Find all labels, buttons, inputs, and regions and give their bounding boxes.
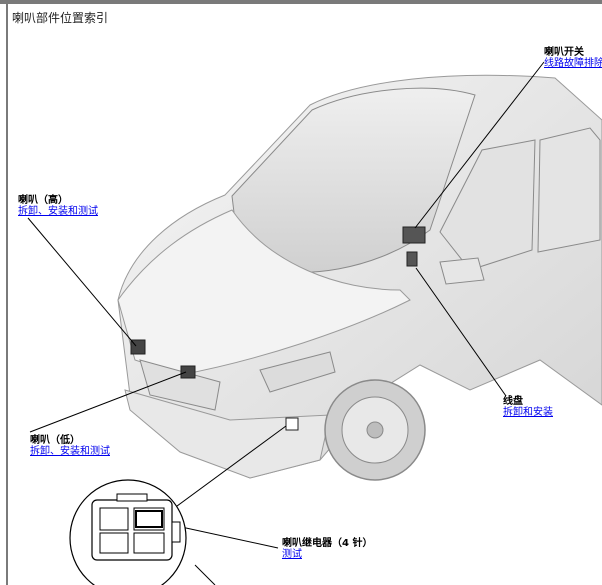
hood: [117, 209, 411, 376]
horn-low-marker: [180, 365, 196, 379]
cable-reel-label: 线盘: [503, 396, 523, 407]
front-bumper: [124, 389, 331, 479]
callout-horn-switch: 喇叭开关 线路故障排除: [544, 47, 602, 69]
callout-cable-reel: 线盘 拆卸和安装: [503, 396, 553, 418]
callout-horn-relay: 喇叭继电器（4 针） 测试: [282, 538, 372, 560]
horn-switch-link[interactable]: 线路故障排除: [544, 58, 602, 69]
window-top-border: [0, 0, 602, 4]
cable-reel-link[interactable]: 拆卸和安装: [503, 407, 553, 418]
callout-horn-low: 喇叭（低） 拆卸、安装和测试: [30, 435, 110, 457]
page-title: 喇叭部件位置索引: [12, 11, 109, 25]
horn-low-label: 喇叭（低）: [30, 435, 80, 446]
side-window-rear: [537, 127, 601, 253]
headlight: [259, 351, 336, 393]
left-border: [6, 4, 8, 585]
horn-switch-marker: [402, 226, 426, 244]
cable-reel-marker: [406, 251, 418, 267]
horn-relay-label: 喇叭继电器（4 针）: [282, 538, 373, 549]
horn-high-link[interactable]: 拆卸、安装和测试: [18, 206, 98, 217]
horn-high-label: 喇叭（高）: [18, 195, 68, 206]
relay-marker: [285, 417, 299, 431]
horn-switch-label: 喇叭开关: [544, 47, 584, 58]
side-mirror: [439, 257, 485, 285]
horn-low-link[interactable]: 拆卸、安装和测试: [30, 446, 110, 457]
horn-relay-link[interactable]: 测试: [282, 549, 302, 560]
callout-horn-high: 喇叭（高） 拆卸、安装和测试: [18, 195, 98, 217]
